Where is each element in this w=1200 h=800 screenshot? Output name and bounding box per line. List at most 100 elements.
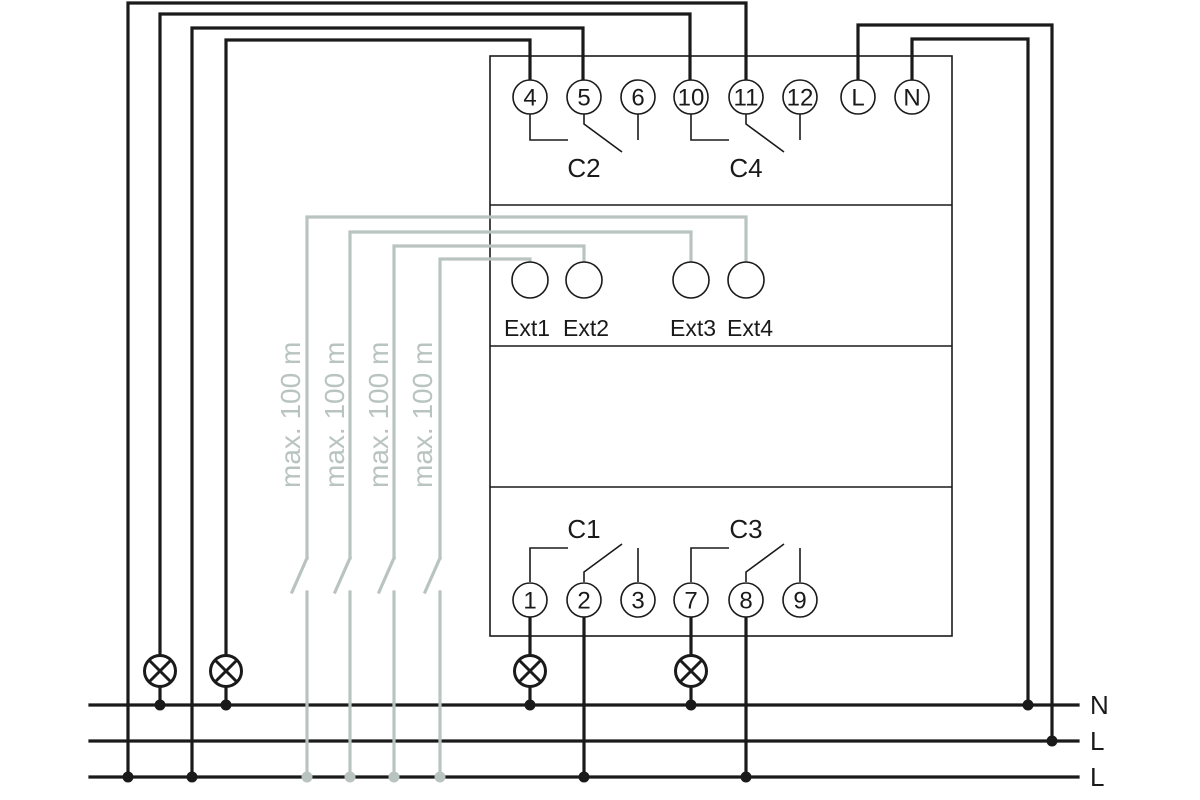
terminal-3: 3 [620, 582, 656, 618]
terminal-11: 11 [728, 79, 764, 115]
terminal-2: 2 [566, 582, 602, 618]
switch-icon [289, 555, 310, 595]
lamp-icon [143, 654, 177, 688]
terminal-label: 10 [678, 85, 705, 112]
terminals-top: 4 5 6 10 11 12 L N [512, 79, 930, 115]
terminal-7: 7 [673, 582, 709, 618]
terminal-12: 12 [782, 79, 818, 115]
switch-icon [332, 555, 353, 595]
contact-c3: C3 [690, 514, 801, 582]
wire-supply-l [856, 23, 1054, 743]
terminals-bottom: 1 2 3 7 8 9 [512, 582, 818, 618]
terminal-label: 5 [577, 85, 590, 112]
junction-dot [186, 771, 198, 783]
bus-label-l1: L [1090, 726, 1104, 756]
terminal-icon [727, 261, 765, 299]
control-wire-ext3 [348, 230, 693, 560]
contact-label-c1: C1 [567, 514, 600, 544]
control-wire-ext1 [438, 257, 532, 560]
cable-length-label: max. 100 m [275, 342, 306, 488]
bus-label-n: N [1090, 690, 1109, 720]
terminal-8: 8 [728, 582, 764, 618]
junction-dot [578, 771, 590, 783]
terminal-6: 6 [620, 79, 656, 115]
switch-icon [583, 114, 623, 153]
ext-label-3: Ext3 [670, 315, 716, 341]
junction-dot [1046, 735, 1058, 747]
junction-dot [740, 771, 752, 783]
bottom-wires [528, 615, 748, 779]
control-wire-ext4 [305, 215, 748, 560]
contact-label-c3: C3 [729, 514, 762, 544]
contact-line [529, 547, 568, 582]
terminal-label: 4 [523, 85, 536, 112]
junction-dot [434, 771, 446, 783]
junction-dot [685, 699, 697, 711]
terminal-5: 5 [566, 79, 602, 115]
supply-wires [856, 23, 1054, 743]
contact-label-c2: C2 [567, 153, 600, 183]
terminal-1: 1 [512, 582, 548, 618]
junction-dot [154, 699, 166, 711]
lamps [143, 654, 708, 688]
bus-lines: N L L [88, 690, 1109, 792]
terminal-n: N [894, 79, 930, 115]
contact-line [690, 547, 729, 582]
junction-dot [301, 771, 313, 783]
terminal-label: 11 [734, 85, 759, 112]
control-wire-ext2 [392, 244, 586, 560]
junction-dot [344, 771, 356, 783]
switch-icon [376, 555, 397, 595]
junction-dots [122, 699, 1058, 783]
wire-supply-n [910, 37, 1030, 707]
junction-dot [220, 699, 232, 711]
cable-length-label: max. 100 m [319, 342, 350, 488]
contact-c2: C2 [529, 114, 639, 183]
terminal-label: 3 [631, 588, 644, 615]
lamp-icon [513, 654, 547, 688]
terminal-label: 6 [631, 85, 644, 112]
contact-c4: C4 [690, 114, 801, 183]
terminal-l: L [840, 79, 876, 115]
cable-length-label: max. 100 m [407, 342, 438, 488]
contact-line [690, 114, 729, 141]
bus-label-l2: L [1090, 762, 1104, 792]
junction-dot [388, 771, 400, 783]
junction-dot [122, 771, 134, 783]
switch-icon [745, 114, 785, 153]
terminal-label: N [903, 85, 920, 112]
ext-label-1: Ext1 [504, 315, 550, 341]
terminal-icon [511, 261, 549, 299]
contact-label-c4: C4 [729, 153, 762, 183]
switch-icon [583, 543, 623, 582]
wire-4 [224, 38, 532, 657]
terminal-10: 10 [673, 79, 709, 115]
terminal-9: 9 [782, 582, 818, 618]
control-wires: max. 100 m max. 100 m max. 100 m max. 10… [275, 215, 748, 779]
terminal-label: 8 [739, 588, 752, 615]
terminal-label: 2 [577, 588, 590, 615]
contact-line [529, 114, 568, 141]
ext-inputs: Ext1 Ext2 Ext3 Ext4 [504, 261, 773, 341]
terminal-label: L [851, 85, 864, 112]
lamp-icon [674, 654, 708, 688]
cable-length-label: max. 100 m [363, 342, 394, 488]
junction-dot [1022, 699, 1034, 711]
switch-icon [422, 555, 443, 595]
wire-10 [158, 12, 692, 657]
contact-c1: C1 [529, 514, 639, 582]
junction-dot [524, 699, 536, 711]
ext-label-2: Ext2 [563, 315, 609, 341]
ext-label-4: Ext4 [727, 315, 773, 341]
load-wires [126, 1, 748, 779]
device-housing [489, 55, 953, 637]
wire-11 [126, 1, 748, 779]
terminal-4: 4 [512, 79, 548, 115]
terminal-label: 12 [787, 85, 814, 112]
lamp-icon [209, 654, 243, 688]
terminal-icon [565, 261, 603, 299]
terminal-label: 1 [523, 588, 536, 615]
switch-icon [745, 543, 785, 582]
terminal-label: 9 [793, 588, 806, 615]
